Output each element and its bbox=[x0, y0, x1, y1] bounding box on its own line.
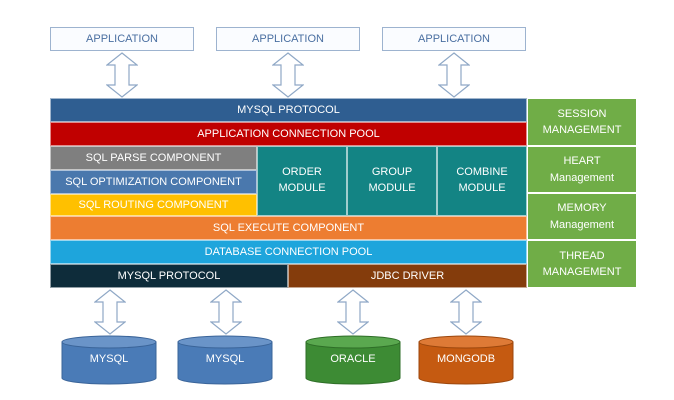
arrow-db-4 bbox=[450, 289, 482, 335]
memory-management: MEMORY Management bbox=[527, 193, 637, 240]
database-label: ORACLE bbox=[330, 353, 376, 365]
application-connection-pool: APPLICATION CONNECTION POOL bbox=[50, 122, 527, 146]
sql-optimization-component: SQL OPTIMIZATION COMPONENT bbox=[50, 170, 257, 194]
arrow-db-2 bbox=[210, 289, 242, 335]
application-box-2: APPLICATION bbox=[216, 27, 360, 51]
order-module: ORDER MODULE bbox=[257, 146, 347, 216]
session-management: SESSION MANAGEMENT bbox=[527, 98, 637, 146]
sql-execute-component: SQL EXECUTE COMPONENT bbox=[50, 216, 527, 240]
arrow-app-3 bbox=[438, 52, 470, 98]
cylinder-icon bbox=[61, 335, 157, 385]
database-mongodb: MONGODB bbox=[418, 335, 514, 385]
thread-management: THREAD MANAGEMENT bbox=[527, 240, 637, 288]
database-mysql-1: MYSQL bbox=[61, 335, 157, 385]
database-label: MONGODB bbox=[436, 353, 496, 365]
mysql-protocol-top: MYSQL PROTOCOL bbox=[50, 98, 527, 122]
application-box-3: APPLICATION bbox=[382, 27, 526, 51]
database-label: MYSQL bbox=[89, 353, 129, 365]
sql-routing-component: SQL ROUTING COMPONENT bbox=[50, 194, 257, 216]
database-label: MYSQL bbox=[205, 353, 245, 365]
arrow-app-2 bbox=[272, 52, 304, 98]
arrow-app-1 bbox=[106, 52, 138, 98]
mysql-protocol-bottom: MYSQL PROTOCOL bbox=[50, 264, 288, 288]
group-module: GROUP MODULE bbox=[347, 146, 437, 216]
arrow-db-1 bbox=[94, 289, 126, 335]
arrow-db-3 bbox=[337, 289, 369, 335]
database-connection-pool: DATABASE CONNECTION POOL bbox=[50, 240, 527, 264]
heart-management: HEART Management bbox=[527, 146, 637, 193]
database-mysql-2: MYSQL bbox=[177, 335, 273, 385]
application-box-1: APPLICATION bbox=[50, 27, 194, 51]
combine-module: COMBINE MODULE bbox=[437, 146, 527, 216]
cylinder-icon bbox=[418, 335, 514, 385]
cylinder-icon bbox=[177, 335, 273, 385]
database-oracle: ORACLE bbox=[305, 335, 401, 385]
jdbc-driver: JDBC DRIVER bbox=[288, 264, 527, 288]
cylinder-icon bbox=[305, 335, 401, 385]
sql-parse-component: SQL PARSE COMPONENT bbox=[50, 146, 257, 170]
